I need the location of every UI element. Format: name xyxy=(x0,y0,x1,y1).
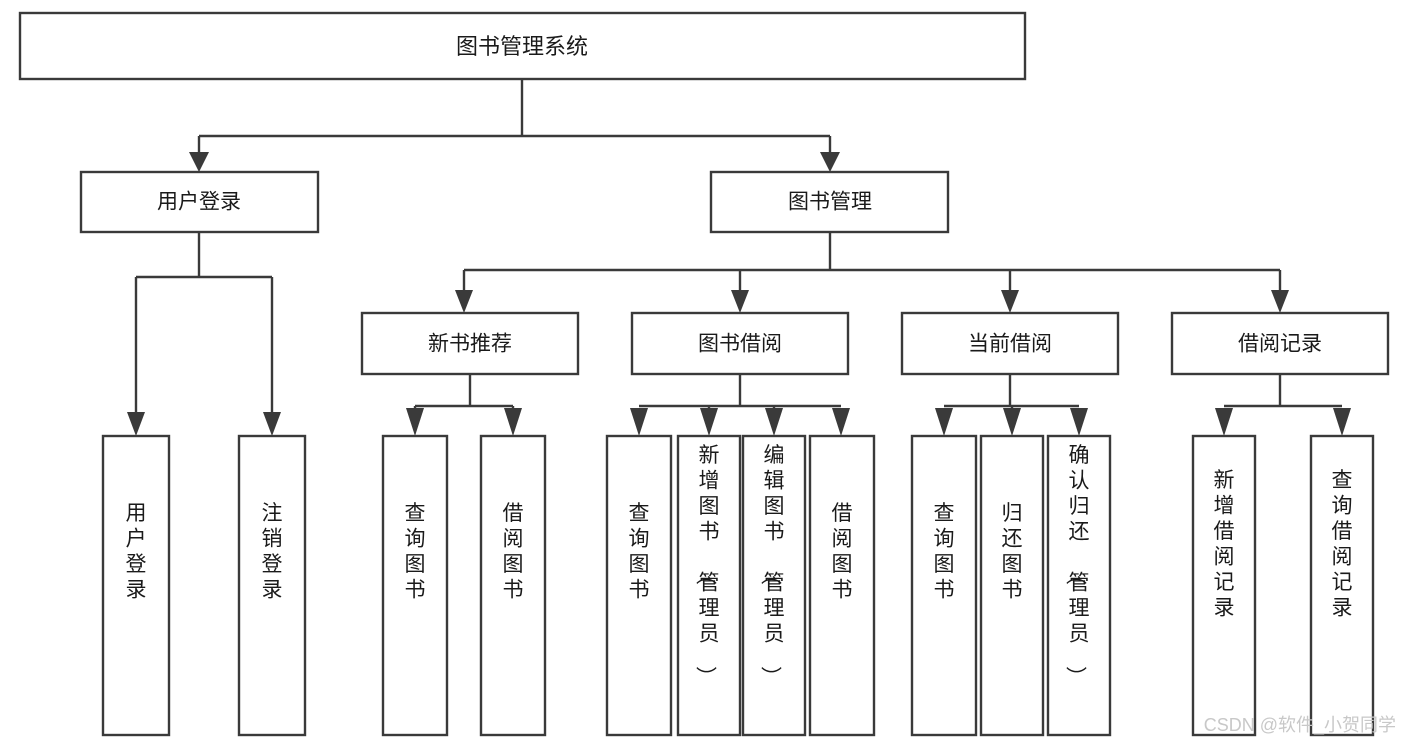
leaf-br-add-record-label: 新增借阅记录 xyxy=(1214,469,1235,620)
leaf-nb-borrow-book-box xyxy=(479,434,547,737)
node-new-book-recommend-label: 新书推荐 xyxy=(428,333,512,356)
connector-layer xyxy=(127,79,1351,436)
node-root-box xyxy=(18,11,1027,81)
arrow-head-leaf-user-login xyxy=(127,412,145,436)
leaf-bb-add-book[interactable]: 新增图书（管理员） xyxy=(676,434,742,737)
node-borrow-record-box xyxy=(1170,311,1390,376)
arrow-head-cb-leaf-2 xyxy=(1070,408,1088,436)
arrow-head-bb-leaf-3 xyxy=(832,408,850,436)
leaf-bb-add-book-label: 新增图书（管理员） xyxy=(694,444,720,687)
leaf-logout-label: 注销登录 xyxy=(262,502,283,602)
arrow-head-book-mgmt xyxy=(820,152,840,172)
leaf-cb-confirm-return[interactable]: 确认归还（管理员） xyxy=(1046,434,1112,737)
arrow-head-nb-leaf-1 xyxy=(504,408,522,436)
leaf-bb-edit-book-label: 编辑图书（管理员） xyxy=(759,444,785,687)
arrow-head-new-book xyxy=(455,290,473,313)
arrow-head-bb-leaf-2 xyxy=(765,408,783,436)
leaf-nb-query-book[interactable]: 查询图书 xyxy=(381,434,449,737)
leaf-nb-query-book-label: 查询图书 xyxy=(405,502,426,602)
leaf-cb-confirm-return-box xyxy=(1046,434,1112,737)
leaf-cb-confirm-return-label: 确认归还（管理员） xyxy=(1064,444,1090,687)
node-root-system[interactable]: 图书管理系统 xyxy=(18,11,1027,81)
leaf-bb-query-book-box xyxy=(605,434,673,737)
arrow-head-book-borrow xyxy=(731,290,749,313)
node-current-borrow-label: 当前借阅 xyxy=(968,333,1052,356)
arrow-head-br-leaf-1 xyxy=(1333,408,1351,436)
leaf-cb-query-book-label: 查询图书 xyxy=(934,502,955,602)
leaf-cb-return-book-box xyxy=(979,434,1045,737)
leaf-br-add-record-box xyxy=(1191,434,1257,737)
leaf-bb-borrow-book-box xyxy=(808,434,876,737)
arrow-head-nb-leaf-0 xyxy=(406,408,424,436)
leaf-br-query-record-label: 查询借阅记录 xyxy=(1332,469,1353,620)
node-current-borrow-box xyxy=(900,311,1120,376)
node-user-login-label: 用户登录 xyxy=(157,191,241,214)
leaf-cb-return-book[interactable]: 归还图书 xyxy=(979,434,1045,737)
node-new-book-recommend-box xyxy=(360,311,580,376)
leaf-bb-edit-book-box xyxy=(741,434,807,737)
leaf-logout[interactable]: 注销登录 xyxy=(237,434,307,737)
leaf-br-query-record[interactable]: 查询借阅记录 xyxy=(1309,434,1375,737)
node-book-borrow[interactable]: 图书借阅 xyxy=(630,311,850,376)
leaf-br-query-record-box xyxy=(1309,434,1375,737)
leaf-logout-box xyxy=(237,434,307,737)
leaf-bb-add-book-box xyxy=(676,434,742,737)
arrow-head-user-login xyxy=(189,152,209,172)
node-book-borrow-label: 图书借阅 xyxy=(698,333,782,356)
node-book-management[interactable]: 图书管理 xyxy=(709,170,950,234)
leaf-user-login[interactable]: 用户登录 xyxy=(101,434,171,737)
leaf-nb-query-book-box xyxy=(381,434,449,737)
leaf-bb-query-book-label: 查询图书 xyxy=(629,502,650,602)
node-book-management-box xyxy=(709,170,950,234)
arrow-head-bb-leaf-0 xyxy=(630,408,648,436)
node-user-login-box xyxy=(79,170,320,234)
leaf-cb-query-book-box xyxy=(910,434,978,737)
leaf-br-add-record[interactable]: 新增借阅记录 xyxy=(1191,434,1257,737)
leaf-user-login-label: 用户登录 xyxy=(126,502,147,602)
node-book-borrow-box xyxy=(630,311,850,376)
node-current-borrow[interactable]: 当前借阅 xyxy=(900,311,1120,376)
arrow-head-current-borrow xyxy=(1001,290,1019,313)
node-new-book-recommend[interactable]: 新书推荐 xyxy=(360,311,580,376)
leaf-bb-edit-book[interactable]: 编辑图书（管理员） xyxy=(741,434,807,737)
leaf-cb-return-book-label: 归还图书 xyxy=(1002,502,1023,602)
leaf-bb-query-book[interactable]: 查询图书 xyxy=(605,434,673,737)
arrow-head-br-leaf-0 xyxy=(1215,408,1233,436)
leaf-bb-borrow-book-label: 借阅图书 xyxy=(832,502,853,602)
leaf-nb-borrow-book[interactable]: 借阅图书 xyxy=(479,434,547,737)
node-book-management-label: 图书管理 xyxy=(788,191,872,214)
csdn-watermark: CSDN @软件_小贺同学 xyxy=(1204,715,1396,736)
arrow-head-borrow-record xyxy=(1271,290,1289,313)
arrow-head-cb-leaf-0 xyxy=(935,408,953,436)
leaf-user-login-box xyxy=(101,434,171,737)
leaf-bb-borrow-book[interactable]: 借阅图书 xyxy=(808,434,876,737)
node-borrow-record[interactable]: 借阅记录 xyxy=(1170,311,1390,376)
node-root-label: 图书管理系统 xyxy=(456,34,588,59)
node-user-login[interactable]: 用户登录 xyxy=(79,170,320,234)
leaf-nb-borrow-book-label: 借阅图书 xyxy=(503,502,524,602)
arrow-head-bb-leaf-1 xyxy=(700,408,718,436)
leaf-cb-query-book[interactable]: 查询图书 xyxy=(910,434,978,737)
arrow-head-cb-leaf-1 xyxy=(1003,408,1021,436)
node-borrow-record-label: 借阅记录 xyxy=(1238,333,1322,356)
arrow-head-leaf-logout xyxy=(263,412,281,436)
